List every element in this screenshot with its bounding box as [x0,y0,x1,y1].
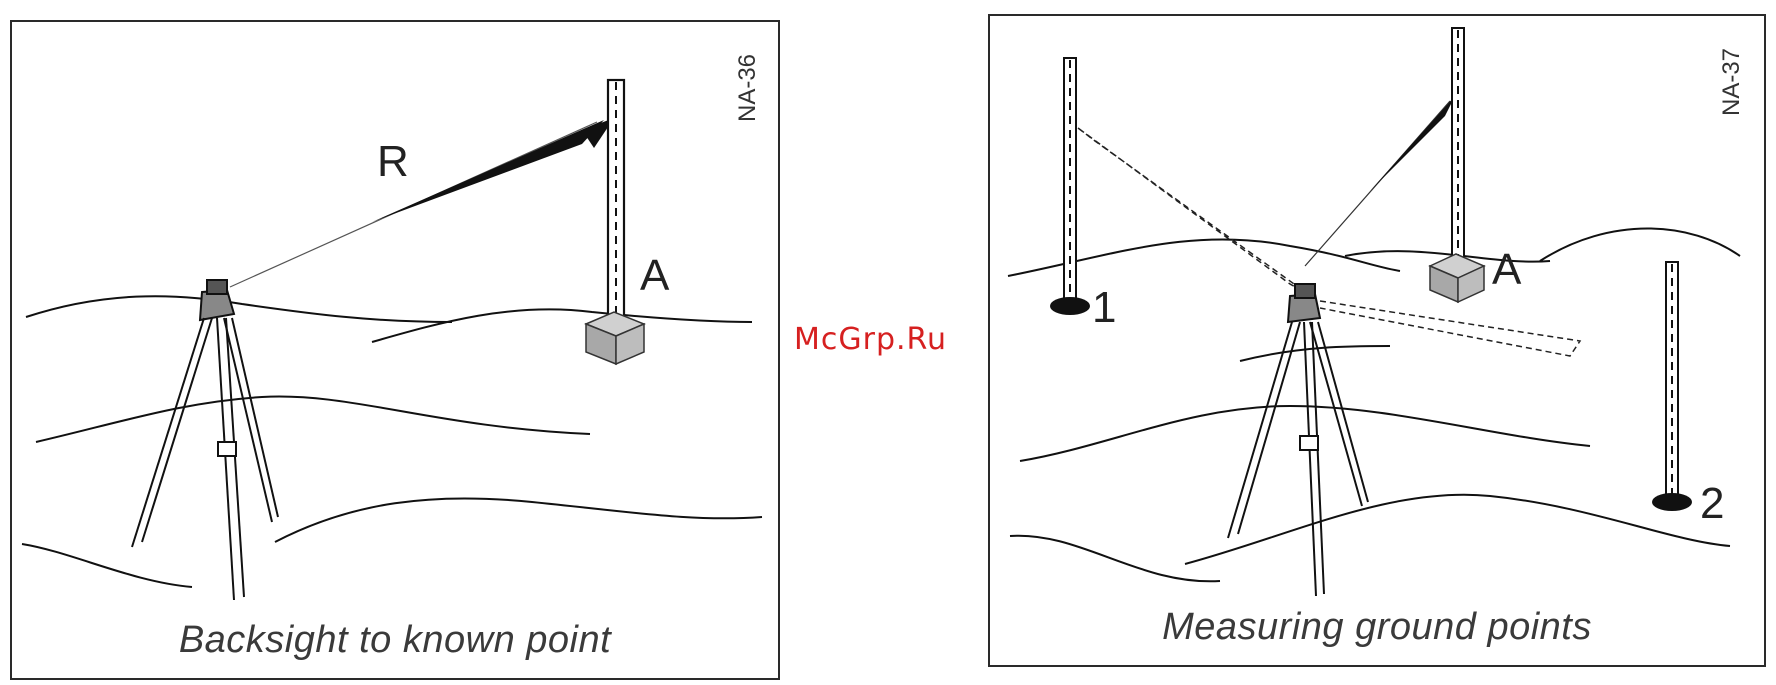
measuring-illustration [990,16,1768,669]
survey-staff-a [1452,28,1464,258]
terrain-line [22,544,192,587]
point-label-a: A [1492,248,1521,292]
point-label-a: A [640,254,669,298]
terrain-line [1540,229,1740,262]
terrain-line [36,397,590,442]
dashed-sight-lines [1078,128,1580,356]
watermark-text: McGrp.Ru [794,322,947,357]
figure-caption: Measuring ground points [990,606,1764,649]
terrain-line [372,309,752,342]
terrain-line [1020,406,1590,461]
figure-caption: Backsight to known point [12,619,778,662]
ray-label-r: R [377,140,409,184]
monument-block [586,312,644,364]
monument-block [1430,254,1484,302]
survey-staff-a [608,80,624,332]
point-label-1: 1 [1092,286,1116,330]
point-label-2: 2 [1700,482,1724,526]
terrain-line [1010,536,1220,582]
backsight-figure: R A NA-36 Backsight to known point [10,20,780,680]
sight-arrow [1370,96,1455,191]
terrain-line [1185,495,1730,564]
terrain-line [1240,346,1390,361]
figure-code: NA-37 [1718,48,1746,116]
figure-code: NA-36 [734,54,762,122]
total-station-tripod [1228,284,1368,596]
measuring-figure: 1 A 2 NA-37 Measuring ground points [988,14,1766,667]
terrain-line [26,296,452,322]
total-station-tripod [132,280,278,600]
survey-staff-1 [1050,58,1090,315]
survey-staff-2 [1652,262,1692,511]
backsight-illustration [12,22,782,682]
terrain-line [275,498,762,542]
